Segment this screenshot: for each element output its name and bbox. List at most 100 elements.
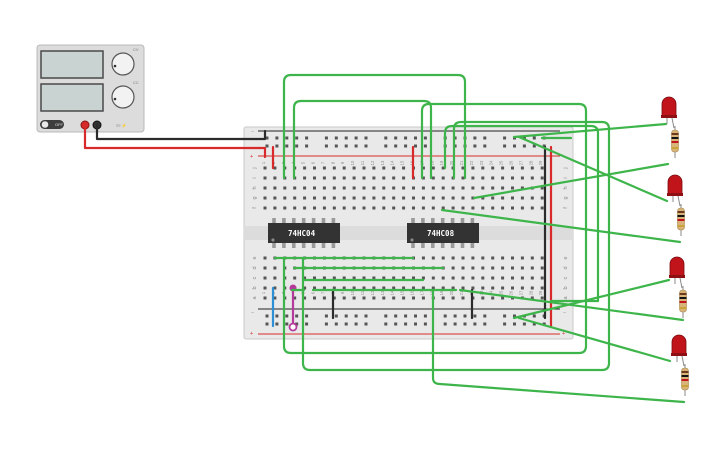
resistor-2[interactable]: [677, 204, 685, 236]
column-number: 11: [360, 290, 365, 295]
row-letter: f: [563, 207, 569, 209]
ic-74hc04[interactable]: 74HC04: [268, 218, 340, 248]
row-letter: d: [252, 266, 258, 269]
voltage-display: [40, 50, 104, 79]
current-knob[interactable]: [111, 85, 135, 109]
column-number: 6: [311, 161, 316, 164]
column-number: 24: [489, 290, 494, 295]
row-letter: f: [252, 207, 258, 209]
wire-green-led1-b[interactable]: [517, 135, 669, 203]
column-number: 12: [370, 290, 375, 295]
row-letter: c: [563, 276, 569, 279]
column-number: 28: [528, 160, 533, 165]
row-letter: e: [252, 256, 258, 259]
led-1[interactable]: [661, 96, 677, 129]
row-letter: j: [563, 167, 569, 169]
row-letter: j: [252, 167, 258, 169]
column-number: 8: [330, 161, 335, 164]
ic-74hc08[interactable]: 74HC08: [407, 218, 479, 248]
wire-psu-negative[interactable]: [95, 123, 267, 141]
column-number: 21: [459, 290, 464, 295]
row-letter: b: [563, 286, 569, 289]
column-number: 13: [380, 160, 385, 165]
led-2[interactable]: [667, 174, 683, 207]
row-letter: i: [252, 177, 258, 178]
column-number: 12: [370, 160, 375, 165]
resistor-4[interactable]: [681, 364, 689, 396]
rail-plus-bottom-right: +: [562, 331, 565, 337]
resistor-1[interactable]: [671, 126, 679, 158]
column-number: 28: [528, 290, 533, 295]
wire-green-5[interactable]: [443, 124, 600, 303]
column-number: 18: [429, 290, 434, 295]
row-letter: h: [563, 186, 569, 189]
column-number: 13: [380, 290, 385, 295]
row-letter: c: [252, 276, 258, 279]
column-number: 9: [340, 161, 345, 164]
column-number: 7: [320, 291, 325, 294]
rail-plus-bottom-left: +: [250, 331, 253, 337]
wire-psu-positive[interactable]: [83, 123, 267, 159]
wire-green-1[interactable]: [282, 73, 467, 180]
column-number: 16: [410, 290, 415, 295]
row-letter: a: [252, 296, 258, 300]
wire-green-6[interactable]: [431, 288, 686, 404]
column-number: 14: [390, 160, 395, 165]
column-number: 17: [419, 290, 424, 295]
row-letter: e: [563, 256, 569, 259]
column-number: 9: [340, 291, 345, 294]
wire-green-led3-b[interactable]: [458, 288, 685, 322]
column-number: 15: [400, 290, 405, 295]
cc-label: CC: [133, 80, 139, 85]
led-3[interactable]: [669, 256, 685, 289]
wire-magenta-end-bottom[interactable]: [288, 322, 298, 332]
column-number: 15: [400, 160, 405, 165]
rail-minus-bottom-right: −: [563, 310, 566, 316]
row-letter: i: [563, 177, 569, 178]
column-number: 22: [469, 160, 474, 165]
column-number: 29: [538, 160, 543, 165]
wire-green-led3-a[interactable]: [512, 278, 671, 320]
column-number: 10: [350, 160, 355, 165]
column-number: 23: [479, 160, 484, 165]
wire-green-4[interactable]: [301, 120, 611, 372]
column-number: 14: [390, 290, 395, 295]
cv-label: CV: [133, 47, 139, 52]
column-number: 1: [261, 291, 266, 294]
column-number: 11: [360, 160, 365, 165]
ic-74hc08-label: 74HC08: [427, 229, 455, 238]
column-number: 27: [518, 160, 523, 165]
rail-minus-top-left: −: [251, 129, 254, 135]
row-letter: b: [252, 286, 258, 289]
row-letter: g: [563, 196, 569, 199]
column-number: 1: [261, 161, 266, 164]
column-number: 20: [449, 160, 454, 165]
row-letter: g: [252, 196, 258, 199]
wire-green-2[interactable]: [292, 99, 433, 180]
ic-74hc04-label: 74HC04: [288, 229, 316, 238]
voltage-knob[interactable]: [111, 52, 135, 76]
column-number: 27: [518, 290, 523, 295]
column-number: 5: [301, 161, 306, 164]
resistor-3[interactable]: [679, 286, 687, 318]
power-supply[interactable]: CV CC OFF ≡≡ ⚡: [36, 44, 145, 133]
row-letter: a: [563, 296, 569, 300]
wire-green-led1-a[interactable]: [512, 122, 668, 139]
column-number: 25: [499, 290, 504, 295]
column-number: 21: [459, 160, 464, 165]
column-number: 6: [311, 291, 316, 294]
wire-green-led4-a[interactable]: [517, 316, 672, 363]
wire-green-led2-b[interactable]: [440, 208, 682, 244]
column-number: 10: [350, 290, 355, 295]
rail-minus-bottom-left: −: [251, 310, 254, 316]
column-number: 19: [439, 290, 444, 295]
column-number: 26: [509, 290, 514, 295]
column-number: 24: [489, 160, 494, 165]
led-4[interactable]: [671, 334, 687, 367]
column-number: 25: [499, 160, 504, 165]
row-letter: d: [563, 266, 569, 269]
column-number: 7: [320, 161, 325, 164]
row-letter: h: [252, 186, 258, 189]
wire-green-led2-a[interactable]: [472, 162, 670, 200]
